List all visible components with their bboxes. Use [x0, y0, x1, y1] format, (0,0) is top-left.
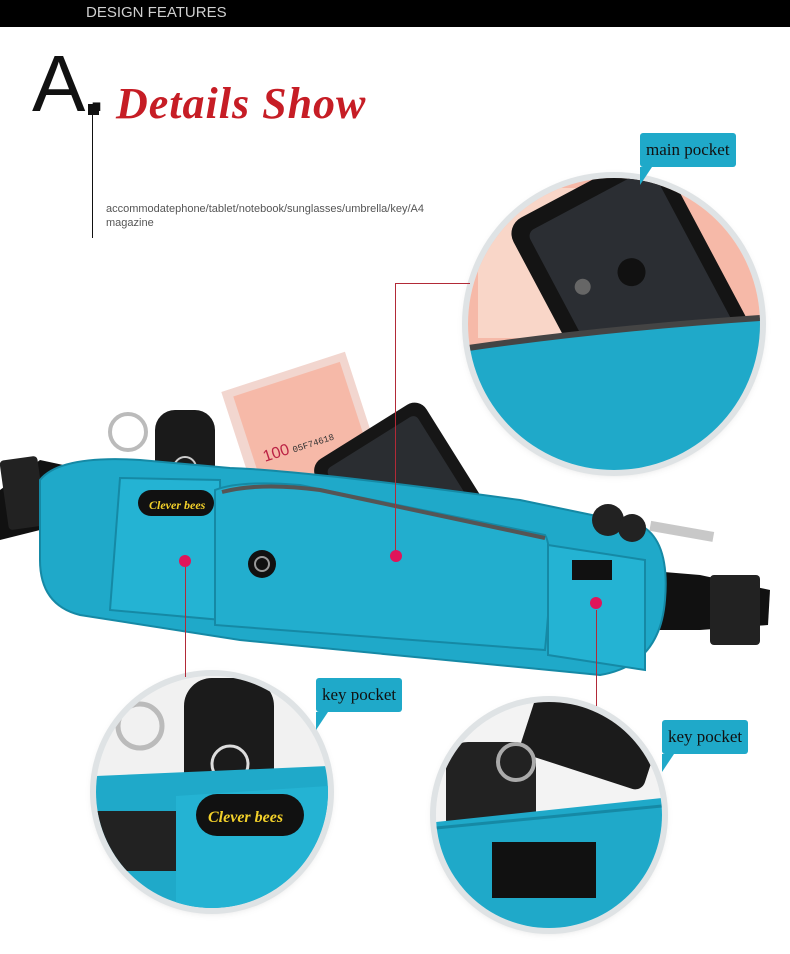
capacity-description: accommodatephone/tablet/notebook/sunglas… — [106, 203, 424, 229]
main-pocket-label: main pocket — [640, 133, 736, 185]
velcro-tab — [572, 560, 612, 580]
brand-patch-text: Clever bees — [149, 498, 206, 512]
main-pocket-connector-h — [395, 283, 470, 284]
main-pocket-detail — [468, 178, 760, 470]
right-key-pocket-label: key pocket — [662, 720, 749, 772]
left-key-pocket-label: key pocket — [316, 678, 403, 730]
section-label: DESIGN FEATURES — [86, 4, 227, 21]
belt-buckle-right — [710, 575, 760, 645]
right-key-pocket-connector — [596, 610, 597, 706]
right-key-pocket-detail — [436, 702, 662, 928]
belt-buckle-left — [0, 456, 47, 530]
page-title: Details Show — [116, 79, 367, 128]
left-key-pocket-connector — [185, 565, 186, 677]
zipper-line — [221, 484, 546, 540]
main-pocket-marker — [390, 550, 402, 562]
right-key-pocket-marker — [590, 597, 602, 609]
letter-square-mark — [88, 104, 99, 115]
left-key-pocket-detail: Clever bees — [96, 676, 328, 908]
main-pocket-connector-v — [395, 283, 396, 555]
heading-vertical-rule — [92, 112, 93, 238]
headphone-port-icon — [248, 550, 276, 578]
detail-brand-patch-text: Clever bees — [208, 809, 283, 826]
top-header-bar: DESIGN FEATURES — [0, 0, 790, 27]
waist-bag-illustration: 100 05F74618 Clever bees — [0, 351, 770, 677]
brand-patch — [138, 490, 214, 516]
house-keys — [592, 504, 715, 542]
left-key-pocket-marker — [179, 555, 191, 567]
